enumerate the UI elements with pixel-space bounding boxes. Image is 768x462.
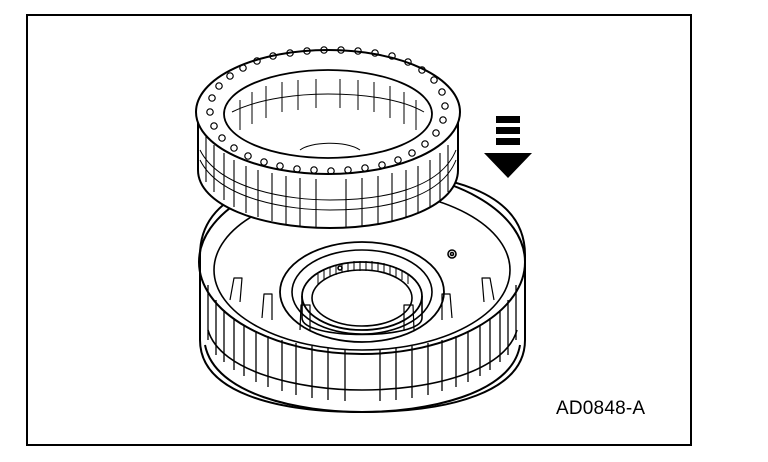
hub-splines — [317, 261, 409, 284]
clutch-drum — [198, 169, 526, 413]
figure-id-label: AD0848-A — [556, 398, 646, 419]
plate-stacks — [205, 135, 449, 227]
drum-ribs — [207, 285, 517, 401]
clutch-pack-ring — [195, 46, 461, 229]
ring-holes — [206, 46, 449, 175]
drum-slots — [229, 277, 495, 331]
down-arrow-icon — [484, 116, 532, 178]
